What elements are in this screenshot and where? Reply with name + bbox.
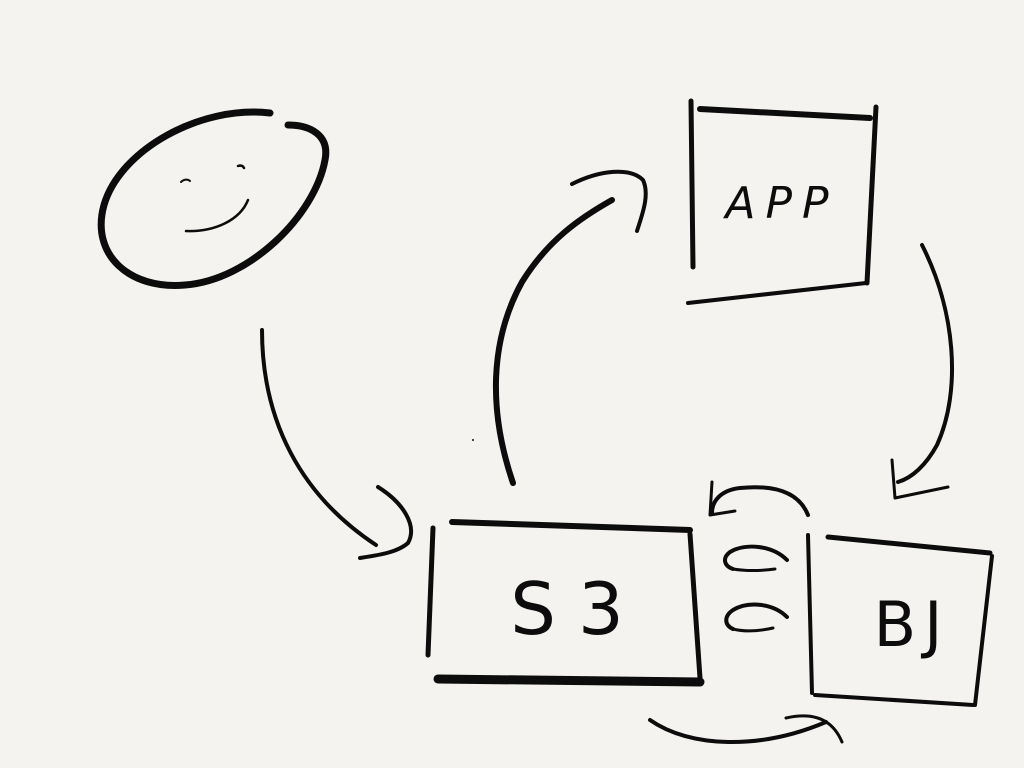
arrow-bj-to-s3-middle-tail: [731, 567, 777, 572]
arrow-bj-to-s3-lower: [724, 602, 789, 633]
app-box-bottom: [686, 281, 868, 305]
arrow-bj-to-s3-lower-tail: [731, 626, 775, 633]
bj-box-bottom: [813, 693, 975, 707]
arrow-app-to-bj: [890, 243, 955, 500]
bj-box-right: [973, 554, 994, 707]
app-box-top: [697, 106, 873, 121]
arrow-bj-to-s3-top: [708, 480, 810, 517]
user-eye-left: [180, 178, 191, 183]
app-box-right: [864, 104, 879, 286]
arrow-bj-to-s3-lower-shaft: [724, 602, 789, 631]
s3-box-top: [449, 519, 693, 533]
arrow-app-to-bj-shaft: [896, 243, 955, 484]
user-node: [97, 108, 330, 289]
app-label: APP: [722, 178, 838, 229]
user-face-outline: [97, 108, 330, 289]
arrow-s3-to-app-shaft: [492, 197, 615, 486]
app-node: APP: [686, 98, 879, 305]
arrow-bj-to-s3-top-shaft: [710, 485, 810, 517]
s3-box-bottom: [433, 674, 705, 687]
user-eye-right: [236, 164, 246, 170]
arrow-s3-to-app: [492, 169, 648, 486]
arrow-s3-to-bj-bottom-shaft: [648, 718, 828, 744]
arrow-s3-to-app-head: [570, 169, 648, 233]
user-smile: [184, 198, 250, 233]
arrow-bj-to-s3-middle-shaft: [723, 544, 789, 571]
bj-box-top: [825, 534, 993, 556]
app-box-left: [688, 98, 696, 270]
bj-label: BJ: [874, 588, 951, 661]
arrow-user-to-s3-head: [358, 485, 414, 560]
s3-box-right: [687, 531, 703, 681]
arrow-user-to-s3: [260, 328, 414, 560]
arrow-user-to-s3-shaft: [260, 328, 378, 547]
bj-node: BJ: [806, 533, 994, 707]
stray-ink-dot: [472, 439, 474, 441]
arrow-s3-to-bj-bottom: [648, 714, 844, 744]
arrow-bj-to-s3-middle: [723, 544, 789, 572]
arrow-app-to-bj-head: [890, 458, 950, 500]
bj-box-left: [806, 533, 814, 695]
arrow-bj-to-s3-top-head: [708, 480, 737, 517]
s3-label: S3: [510, 567, 646, 651]
s3-box-left: [425, 525, 436, 658]
s3-node: S3: [425, 519, 705, 687]
arrow-s3-to-bj-bottom-head: [784, 714, 844, 744]
